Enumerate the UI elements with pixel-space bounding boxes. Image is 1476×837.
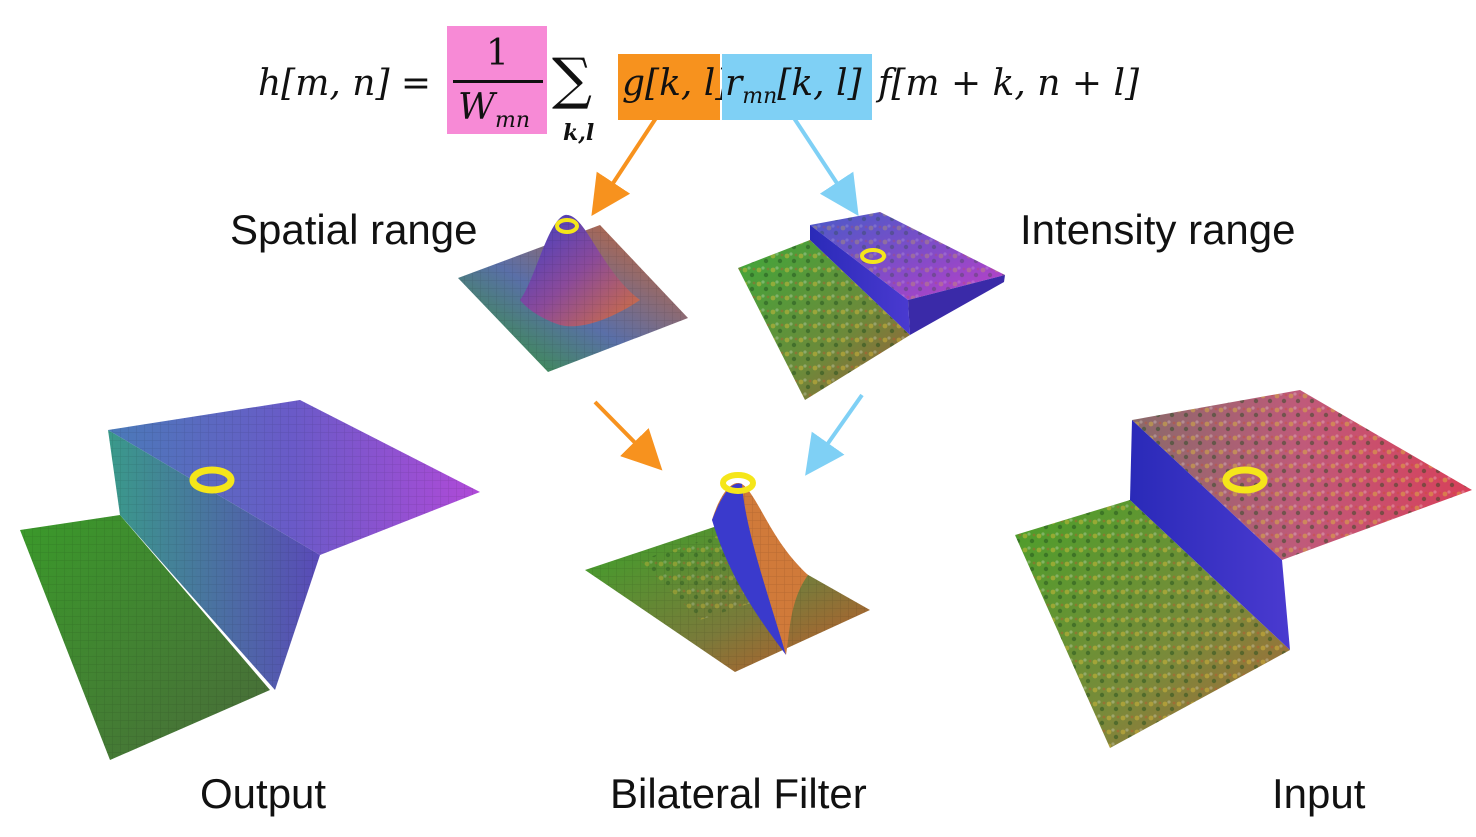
input-label: Input <box>1272 770 1366 817</box>
output-marker-ring <box>189 466 235 494</box>
fraction-numerator: 1 <box>486 33 509 74</box>
g-term: g[k, l] <box>622 63 730 104</box>
intensity-to-bilateral-arrow <box>805 393 864 476</box>
intensity-marker-ring <box>860 248 886 264</box>
sum-symbol: ∑ <box>552 47 592 112</box>
input-marker-ring <box>1222 466 1268 494</box>
r-term-highlight <box>722 54 872 120</box>
sum-subscript: k,l <box>563 120 595 146</box>
spatial-to-bilateral-arrow <box>593 400 663 471</box>
spatial-range-label: Spatial range <box>230 206 478 253</box>
r-to-intensity-arrow <box>788 110 859 217</box>
f-term: f[m + k, n + l] <box>878 63 1140 104</box>
spatial-marker-ring <box>555 218 579 234</box>
intensity-range-label: Intensity range <box>1020 206 1296 253</box>
output-surface-plot <box>20 400 480 760</box>
fraction-bar <box>453 80 543 83</box>
bilateral-marker-ring <box>720 472 756 494</box>
g-term-highlight <box>618 54 720 120</box>
g-to-spatial-arrow <box>591 110 662 217</box>
fraction-denominator: Wmn <box>458 87 531 134</box>
bilateral-kernel-plot <box>585 482 870 672</box>
bilateral-filter-label: Bilateral Filter <box>610 770 867 817</box>
r-term: rmn[k, l] <box>725 63 862 110</box>
formula-lhs: h[m, n] = <box>258 63 432 104</box>
intensity-kernel-plot <box>738 212 1005 400</box>
input-surface-plot <box>1015 390 1472 748</box>
output-label: Output <box>200 770 327 817</box>
spatial-kernel-plot <box>458 214 688 372</box>
